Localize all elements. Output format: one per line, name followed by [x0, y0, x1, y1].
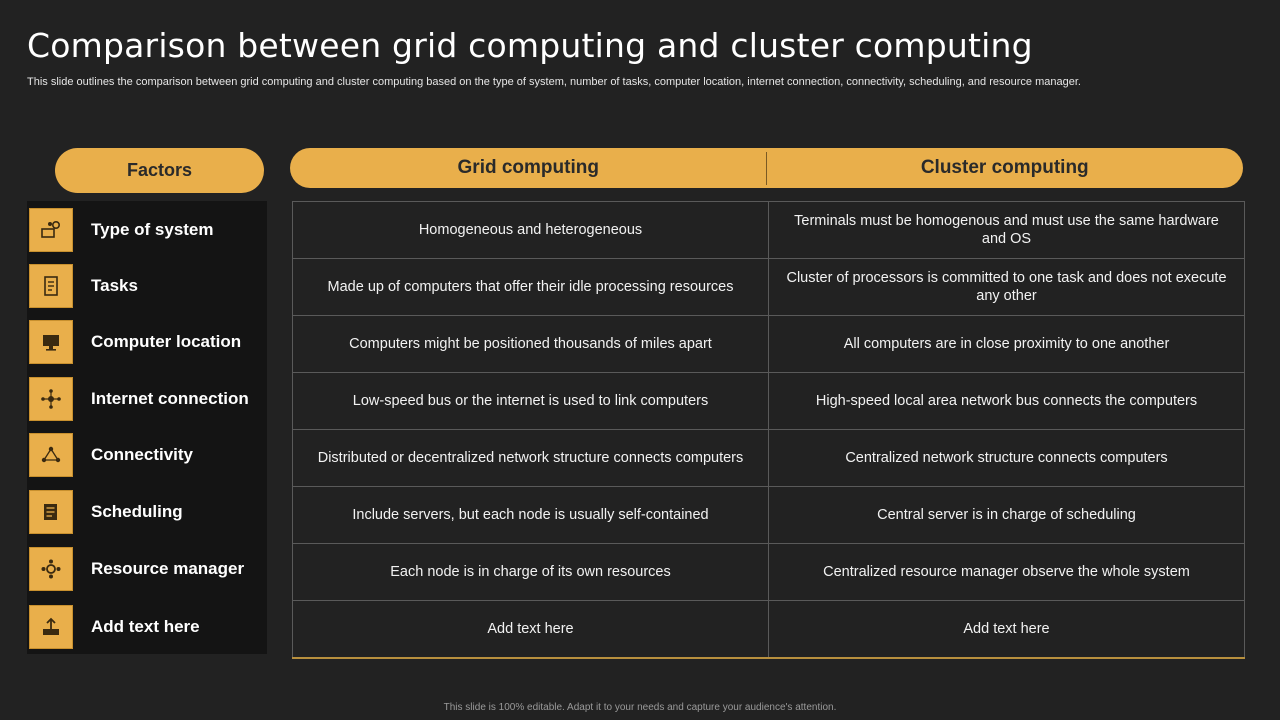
table-cell: Made up of computers that offer their id… [292, 258, 769, 316]
table-cell: High-speed local area network bus connec… [768, 372, 1245, 430]
table-cell: Central server is in charge of schedulin… [768, 486, 1245, 544]
factor-row: Type of system [27, 207, 267, 253]
table-row: Include servers, but each node is usuall… [292, 486, 1245, 544]
factor-row: Connectivity [27, 432, 267, 478]
table-row: Low-speed bus or the internet is used to… [292, 372, 1245, 430]
slide-title: Comparison between grid computing and cl… [27, 26, 1033, 65]
table-row: Each node is in charge of its own resour… [292, 543, 1245, 601]
table-row: Add text here Add text here [292, 600, 1245, 659]
factor-label: Resource manager [91, 559, 245, 578]
upload-tray-icon [29, 605, 73, 649]
table-cell: Centralized resource manager observe the… [768, 543, 1245, 601]
resources-icon [29, 547, 73, 591]
factor-label: Internet connection [91, 389, 249, 408]
table-row: Homogeneous and heterogeneous Terminals … [292, 201, 1245, 259]
table-row: Computers might be positioned thousands … [292, 315, 1245, 373]
factors-panel: Type of system Tasks Computer location I… [27, 201, 267, 654]
table-cell: Include servers, but each node is usuall… [292, 486, 769, 544]
slide-footer: This slide is 100% editable. Adapt it to… [443, 702, 837, 713]
monitor-icon [29, 320, 73, 364]
factor-label: Tasks [91, 276, 138, 295]
table-cell: Each node is in charge of its own resour… [292, 543, 769, 601]
table-cell: Centralized network structure connects c… [768, 429, 1245, 487]
factor-row: Tasks [27, 263, 267, 309]
document-icon [29, 264, 73, 308]
table-cell: Low-speed bus or the internet is used to… [292, 372, 769, 430]
factor-row: Computer location [27, 319, 267, 365]
factors-header: Factors [55, 148, 264, 193]
notepad-icon [29, 490, 73, 534]
people-network-icon [29, 433, 73, 477]
network-icon [29, 377, 73, 421]
table-row: Distributed or decentralized network str… [292, 429, 1245, 487]
factors-header-label: Factors [126, 160, 193, 180]
factor-label: Computer location [91, 332, 242, 351]
header-divider [766, 152, 767, 185]
table-cell: Distributed or decentralized network str… [292, 429, 769, 487]
table-cell: Add text here [292, 600, 769, 659]
factor-row: Add text here [27, 604, 267, 650]
comparison-header: Grid computing Cluster computing [290, 148, 1243, 188]
column-header-cluster: Cluster computing [920, 157, 1089, 178]
comparison-table: Homogeneous and heterogeneous Terminals … [292, 201, 1245, 659]
factor-row: Scheduling [27, 489, 267, 535]
factor-row: Internet connection [27, 376, 267, 422]
table-cell: Terminals must be homogenous and must us… [768, 201, 1245, 259]
slide-subtitle: This slide outlines the comparison betwe… [27, 76, 1081, 88]
table-row: Made up of computers that offer their id… [292, 258, 1245, 316]
factor-label: Add text here [91, 617, 200, 636]
table-cell: Add text here [768, 600, 1245, 659]
table-cell: Cluster of processors is committed to on… [768, 258, 1245, 316]
table-cell: All computers are in close proximity to … [768, 315, 1245, 373]
factor-row: Resource manager [27, 546, 267, 592]
gears-monitor-icon [29, 208, 73, 252]
factor-label: Type of system [91, 220, 214, 239]
factor-label: Connectivity [91, 445, 194, 464]
table-cell: Homogeneous and heterogeneous [292, 201, 769, 259]
column-header-grid: Grid computing [457, 157, 599, 178]
factor-label: Scheduling [91, 502, 183, 521]
table-cell: Computers might be positioned thousands … [292, 315, 769, 373]
